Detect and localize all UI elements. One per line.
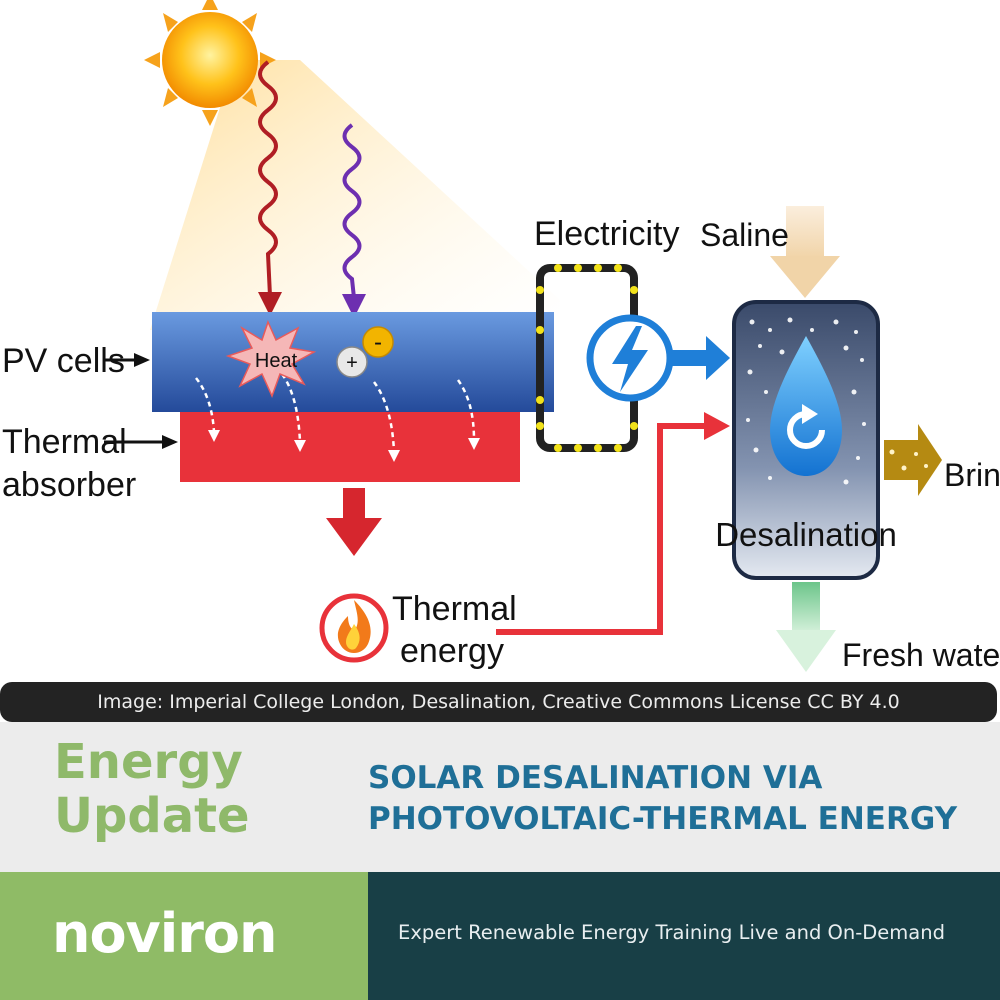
thermal-absorber-pointer xyxy=(104,435,178,449)
series-title-line-1: Energy xyxy=(54,734,243,790)
recycle-arrow-icon xyxy=(787,404,825,449)
heat-flow-arrows xyxy=(195,373,476,453)
water-drop-icon xyxy=(770,336,842,476)
fresh-water-arrow xyxy=(776,582,836,672)
flame-icon xyxy=(319,593,389,663)
info-band xyxy=(0,722,1000,872)
image-credit-caption: Image: Imperial College London, Desalina… xyxy=(0,682,997,722)
positive-charge xyxy=(336,346,368,378)
series-title-line-2: Update xyxy=(54,788,250,844)
desalination-diagram: Heat + - PV cells Thermal absorber Elect… xyxy=(2,0,1000,673)
thermal-energy-label-1: Thermal xyxy=(392,590,517,628)
brine-output-arrow xyxy=(884,424,942,496)
heat-ray-arrow xyxy=(258,60,282,316)
headline: SOLAR DESALINATION VIA PHOTOVOLTAIC-THER… xyxy=(368,758,998,840)
saline-label: Saline xyxy=(700,217,789,253)
headline-line-1: SOLAR DESALINATION VIA xyxy=(368,760,823,796)
fresh-water-label: Fresh water xyxy=(842,637,1000,673)
lightning-bolt-icon xyxy=(586,314,674,402)
tagline: Expert Renewable Energy Training Live an… xyxy=(398,921,945,944)
noviron-logo: noviron xyxy=(52,902,277,965)
negative-charge xyxy=(362,326,394,358)
heat-burst-icon: Heat xyxy=(225,319,317,398)
thermal-energy-label-2: energy xyxy=(400,632,504,670)
heat-label: Heat xyxy=(255,350,298,372)
thermal-absorber-layer xyxy=(180,412,520,482)
plus-sign: + xyxy=(346,352,358,374)
saline-input-arrow xyxy=(770,206,840,298)
headline-line-2: PHOTOVOLTAIC-THERMAL ENERGY xyxy=(368,801,958,837)
photon-ray-arrow xyxy=(342,123,366,318)
footer-tagline-panel xyxy=(368,872,1000,1000)
electricity-arrow xyxy=(670,336,730,380)
desalination-label: Desalination xyxy=(715,516,897,553)
sun-icon xyxy=(144,0,276,126)
series-title: Energy Update xyxy=(54,735,250,843)
footer-brand-panel xyxy=(0,872,368,1000)
thermal-absorber-label-2: absorber xyxy=(2,466,136,504)
brine-label: Brine xyxy=(944,457,1000,493)
electricity-label: Electricity xyxy=(534,215,679,253)
heat-down-arrow xyxy=(326,488,382,556)
minus-sign: - xyxy=(374,329,382,356)
thermal-energy-pipe xyxy=(496,412,730,635)
pv-cells-pointer xyxy=(104,353,150,367)
